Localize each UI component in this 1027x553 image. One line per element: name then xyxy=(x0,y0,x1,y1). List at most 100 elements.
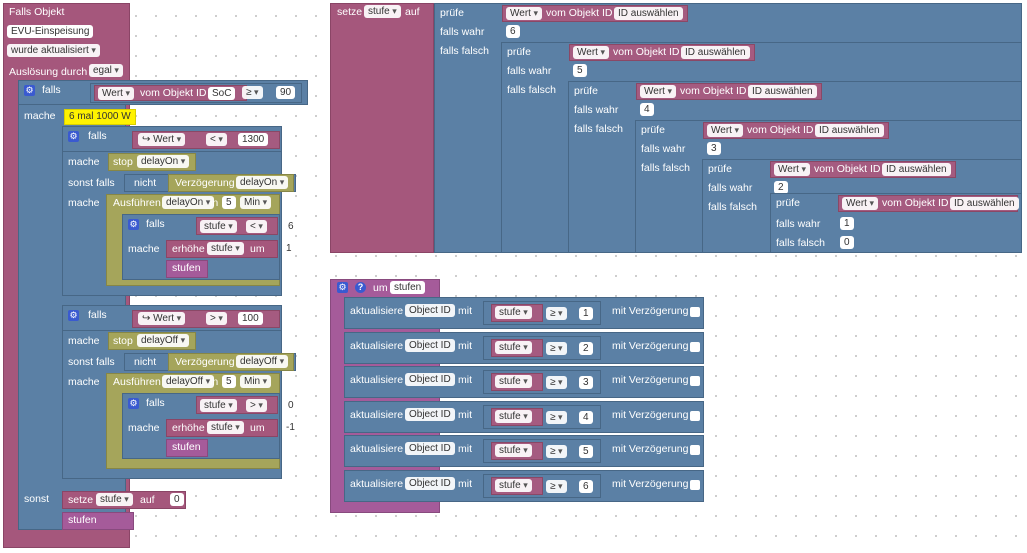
false-value[interactable]: 0 xyxy=(840,236,854,249)
timer-name-dropdown[interactable]: delayOff xyxy=(137,334,190,347)
step-field[interactable]: -1 xyxy=(282,421,299,434)
arrow-wert-dropdown[interactable]: ↪ Wert xyxy=(138,133,186,146)
object-soc-field[interactable]: SoC xyxy=(208,87,236,100)
operator-dropdown[interactable]: < xyxy=(246,220,267,233)
true-value[interactable]: 1 xyxy=(840,217,854,230)
threshold-field[interactable]: 1300 xyxy=(238,133,269,146)
object-id-field[interactable]: ID auswählen xyxy=(614,7,683,20)
set-stufe-block[interactable] xyxy=(330,3,434,253)
timer-name-dropdown[interactable]: delayOn xyxy=(236,176,289,189)
delay-checkbox[interactable] xyxy=(690,445,700,455)
gear-icon[interactable]: ⚙ xyxy=(128,398,139,409)
timer-name-dropdown[interactable]: delayOff xyxy=(162,375,215,388)
threshold-value[interactable]: 1 xyxy=(579,307,593,320)
level-value[interactable]: 5 xyxy=(573,64,587,77)
operator-dropdown[interactable]: ≥ xyxy=(546,376,567,389)
object-id-dropdown[interactable]: Object ID xyxy=(405,476,455,490)
call-stufen-block[interactable] xyxy=(62,512,134,530)
object-id-field[interactable]: ID auswählen xyxy=(950,197,1019,210)
object-id-field[interactable]: ID auswählen xyxy=(681,46,750,59)
delay-checkbox[interactable] xyxy=(690,410,700,421)
duration-field[interactable]: 5 xyxy=(222,375,236,388)
wert-dropdown[interactable]: Wert xyxy=(573,46,609,59)
help-icon[interactable]: ? xyxy=(355,282,366,293)
object-id-field[interactable]: ID auswählen xyxy=(815,124,884,137)
wert-dropdown[interactable]: Wert xyxy=(506,7,542,20)
gear-icon[interactable]: ⚙ xyxy=(68,131,79,142)
stufe-dropdown[interactable]: stufe xyxy=(96,493,133,506)
timer-name-dropdown[interactable]: delayOn xyxy=(137,155,190,168)
trigger-mode-dropdown[interactable]: wurde aktualisiert xyxy=(7,44,100,57)
step-field[interactable]: 1 xyxy=(282,242,296,255)
object-id-field[interactable]: ID auswählen xyxy=(748,85,817,98)
stufe-dropdown[interactable]: stufe xyxy=(495,444,532,457)
delay-checkbox[interactable] xyxy=(690,341,700,352)
falls-falsch-label: falls falsch xyxy=(641,162,691,174)
object-id-dropdown[interactable]: Object ID xyxy=(405,373,455,386)
soc-threshold[interactable]: 90 xyxy=(276,86,296,99)
operator-dropdown[interactable]: ≥ xyxy=(242,86,263,99)
stufe-dropdown[interactable]: stufe xyxy=(364,5,401,18)
threshold-value[interactable]: 3 xyxy=(579,376,593,389)
unit-dropdown[interactable]: Min xyxy=(240,196,272,209)
compare-value[interactable]: 0 xyxy=(284,399,298,412)
stufe-dropdown[interactable]: stufe xyxy=(207,242,244,255)
object-id-dropdown[interactable]: Object ID xyxy=(405,304,455,317)
stufe-dropdown[interactable]: stufe xyxy=(495,478,532,492)
level-value[interactable]: 4 xyxy=(640,103,654,116)
stufe-dropdown[interactable]: stufe xyxy=(200,399,237,412)
zero-value[interactable]: 0 xyxy=(170,493,184,506)
compare-value[interactable]: 6 xyxy=(284,220,298,233)
stufe-dropdown[interactable]: stufe xyxy=(495,306,532,319)
threshold-value[interactable]: 5 xyxy=(579,445,593,458)
call-stufen-block[interactable] xyxy=(166,260,208,278)
level-value[interactable]: 3 xyxy=(707,142,721,155)
arrow-wert-dropdown[interactable]: ↪ Wert xyxy=(138,312,186,325)
duration-field[interactable]: 5 xyxy=(222,196,236,209)
delay-checkbox[interactable] xyxy=(690,376,700,386)
gear-icon[interactable]: ⚙ xyxy=(24,85,35,96)
threshold-field[interactable]: 100 xyxy=(238,312,263,325)
stufe-dropdown[interactable]: stufe xyxy=(495,340,532,354)
event-object-field[interactable]: EVU-Einspeisung xyxy=(7,25,94,38)
operator-dropdown[interactable]: ≥ xyxy=(546,479,567,493)
stufe-dropdown[interactable]: stufe xyxy=(207,421,244,434)
function-name-field[interactable]: stufen xyxy=(390,281,426,294)
gear-icon[interactable]: ⚙ xyxy=(68,310,79,321)
operator-dropdown[interactable]: < xyxy=(206,133,227,146)
wert-dropdown[interactable]: Wert xyxy=(842,197,878,210)
operator-dropdown[interactable]: ≥ xyxy=(546,445,567,458)
wert-dropdown[interactable]: Wert xyxy=(98,87,134,100)
delay-checkbox[interactable] xyxy=(690,479,700,490)
threshold-value[interactable]: 2 xyxy=(579,341,593,355)
timer-name-dropdown[interactable]: delayOff xyxy=(236,355,289,368)
gear-icon[interactable]: ⚙ xyxy=(337,282,348,293)
object-id-field[interactable]: ID auswählen xyxy=(882,163,951,176)
trigger-source-dropdown[interactable]: egal xyxy=(89,64,123,77)
object-id-dropdown[interactable]: Object ID xyxy=(405,338,455,352)
delay-checkbox[interactable] xyxy=(690,307,700,317)
call-stufen-block[interactable] xyxy=(166,439,208,457)
object-id-dropdown[interactable]: Object ID xyxy=(405,442,455,455)
operator-dropdown[interactable]: ≥ xyxy=(546,341,567,355)
stufe-dropdown[interactable]: stufe xyxy=(495,409,532,423)
level-value[interactable]: 6 xyxy=(506,25,520,38)
stufe-dropdown[interactable]: stufe xyxy=(200,220,237,233)
wert-dropdown[interactable]: Wert xyxy=(774,163,810,176)
level-value[interactable]: 2 xyxy=(774,181,788,194)
threshold-value[interactable]: 6 xyxy=(579,479,593,493)
timer-name-dropdown[interactable]: delayOn xyxy=(162,196,215,209)
stufe-dropdown[interactable]: stufe xyxy=(495,375,532,388)
unit-dropdown[interactable]: Min xyxy=(240,375,272,388)
operator-dropdown[interactable]: > xyxy=(246,399,267,412)
threshold-value[interactable]: 4 xyxy=(579,410,593,424)
object-id-dropdown[interactable]: Object ID xyxy=(405,407,455,421)
mit-verzoegerung-label: mit Verzögerung xyxy=(612,339,689,352)
wert-dropdown[interactable]: Wert xyxy=(707,124,743,137)
text-comment-block[interactable]: 6 mal 1000 W xyxy=(64,109,136,125)
wert-dropdown[interactable]: Wert xyxy=(640,85,676,98)
operator-dropdown[interactable]: ≥ xyxy=(546,410,567,424)
operator-dropdown[interactable]: > xyxy=(206,312,227,325)
gear-icon[interactable]: ⚙ xyxy=(128,219,139,230)
operator-dropdown[interactable]: ≥ xyxy=(546,307,567,320)
